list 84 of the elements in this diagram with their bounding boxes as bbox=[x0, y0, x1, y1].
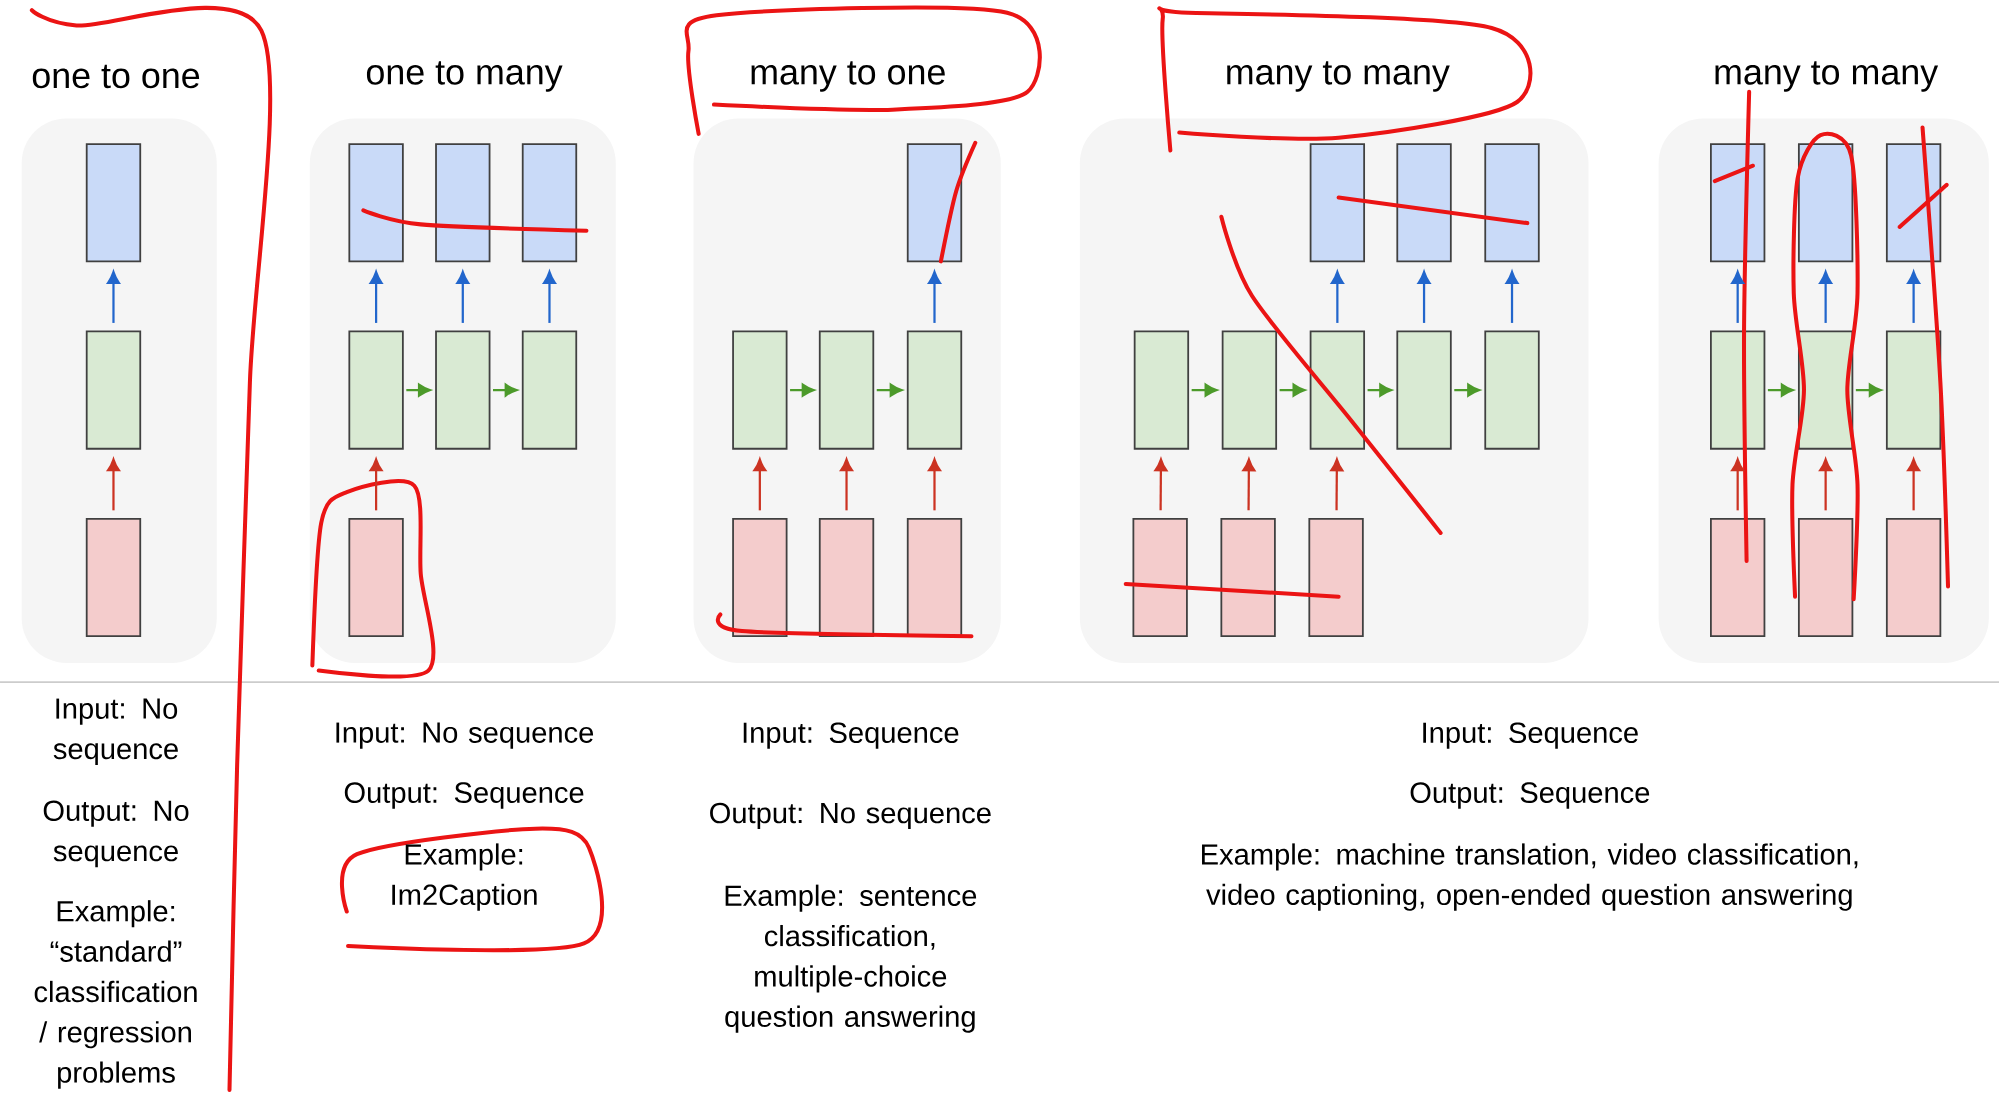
output-box bbox=[348, 143, 404, 263]
input-box bbox=[1308, 518, 1364, 638]
arrow bbox=[928, 458, 941, 511]
hidden-state-box bbox=[1221, 330, 1278, 450]
description-text: Output: Sequence bbox=[344, 782, 584, 809]
arrow bbox=[369, 458, 383, 511]
node-label: one to one bbox=[32, 64, 200, 89]
description-text: Output: No sequence bbox=[43, 800, 189, 868]
description-text: Input: Sequence bbox=[743, 722, 959, 749]
arrow bbox=[790, 383, 815, 397]
input-box bbox=[818, 518, 875, 638]
arrow bbox=[369, 271, 383, 324]
arrow bbox=[1242, 458, 1256, 511]
node-label: one to many bbox=[366, 61, 563, 93]
arrow bbox=[543, 271, 556, 324]
output-box bbox=[1885, 143, 1942, 263]
output-box bbox=[435, 143, 491, 263]
arrow bbox=[1279, 383, 1306, 397]
arrow bbox=[928, 271, 941, 324]
input-box bbox=[1132, 518, 1188, 638]
hidden-state-box bbox=[1309, 330, 1366, 450]
hidden-state-box bbox=[1396, 330, 1452, 450]
description-text: Output: Sequence bbox=[1410, 782, 1650, 809]
arrow bbox=[1454, 383, 1480, 397]
arrow bbox=[753, 458, 767, 511]
arrow bbox=[1330, 271, 1344, 324]
hidden-state-box bbox=[818, 330, 875, 450]
description-text: Input: No sequence bbox=[336, 722, 594, 749]
arrow bbox=[456, 271, 470, 324]
arrow bbox=[1907, 271, 1921, 324]
output-box bbox=[1309, 143, 1366, 263]
arrow bbox=[876, 383, 903, 397]
hidden-state-box bbox=[1885, 330, 1942, 450]
output-box bbox=[521, 143, 578, 263]
output-box bbox=[85, 143, 142, 263]
arrow bbox=[406, 383, 431, 397]
hidden-state-box bbox=[1710, 330, 1766, 450]
node-label: many to many bbox=[1715, 61, 1939, 93]
hidden-state-box bbox=[521, 330, 578, 450]
input-box bbox=[1220, 518, 1276, 638]
arrow bbox=[493, 383, 518, 397]
input-box bbox=[1885, 518, 1942, 638]
description-text: Example: “standard” classification / regression problems bbox=[34, 900, 197, 1089]
arrow bbox=[1855, 383, 1882, 397]
input-box bbox=[1710, 518, 1766, 638]
hidden-state-box bbox=[435, 330, 491, 450]
input-box bbox=[85, 518, 142, 638]
hidden-state-box bbox=[348, 330, 404, 450]
output-box bbox=[1797, 143, 1854, 263]
arrow bbox=[1731, 271, 1745, 324]
arrow bbox=[1767, 383, 1794, 397]
input-box bbox=[348, 518, 404, 638]
output-box bbox=[1710, 143, 1766, 263]
description-text: Example: Im2Caption bbox=[392, 843, 537, 912]
output-box bbox=[1484, 143, 1540, 263]
arrow bbox=[1191, 383, 1218, 397]
description-text: Example: machine translation, video classification, video captioning, open-ended question answering bbox=[1202, 843, 1858, 912]
input-box bbox=[1797, 518, 1854, 638]
description-text: Example: sentence classification, multiple-choice question answering bbox=[725, 884, 977, 1033]
description-text: Output: No sequence bbox=[710, 802, 991, 830]
arrow bbox=[1731, 458, 1745, 511]
arrow bbox=[107, 458, 120, 511]
arrow bbox=[1367, 383, 1393, 397]
hidden-state-box bbox=[732, 330, 788, 450]
description-text: Input: No sequence bbox=[53, 698, 178, 766]
node-label: many to many bbox=[1227, 61, 1450, 93]
node-label: many to one bbox=[751, 61, 945, 93]
hidden-state-box bbox=[1484, 330, 1540, 450]
arrow bbox=[1505, 271, 1519, 324]
arrow bbox=[1330, 458, 1344, 511]
arrow bbox=[1819, 271, 1833, 324]
hidden-state-box bbox=[906, 330, 963, 450]
hidden-state-box bbox=[85, 330, 142, 450]
hidden-state-box bbox=[1133, 330, 1190, 450]
output-box bbox=[906, 143, 963, 263]
arrow bbox=[1907, 458, 1921, 511]
input-box bbox=[732, 518, 788, 638]
output-box bbox=[1396, 143, 1452, 263]
arrow bbox=[840, 458, 853, 511]
arrow bbox=[1154, 458, 1168, 511]
description-text: Input: Sequence bbox=[1423, 722, 1638, 749]
arrow bbox=[1819, 458, 1833, 511]
arrow bbox=[107, 271, 120, 324]
arrow bbox=[1417, 271, 1431, 324]
